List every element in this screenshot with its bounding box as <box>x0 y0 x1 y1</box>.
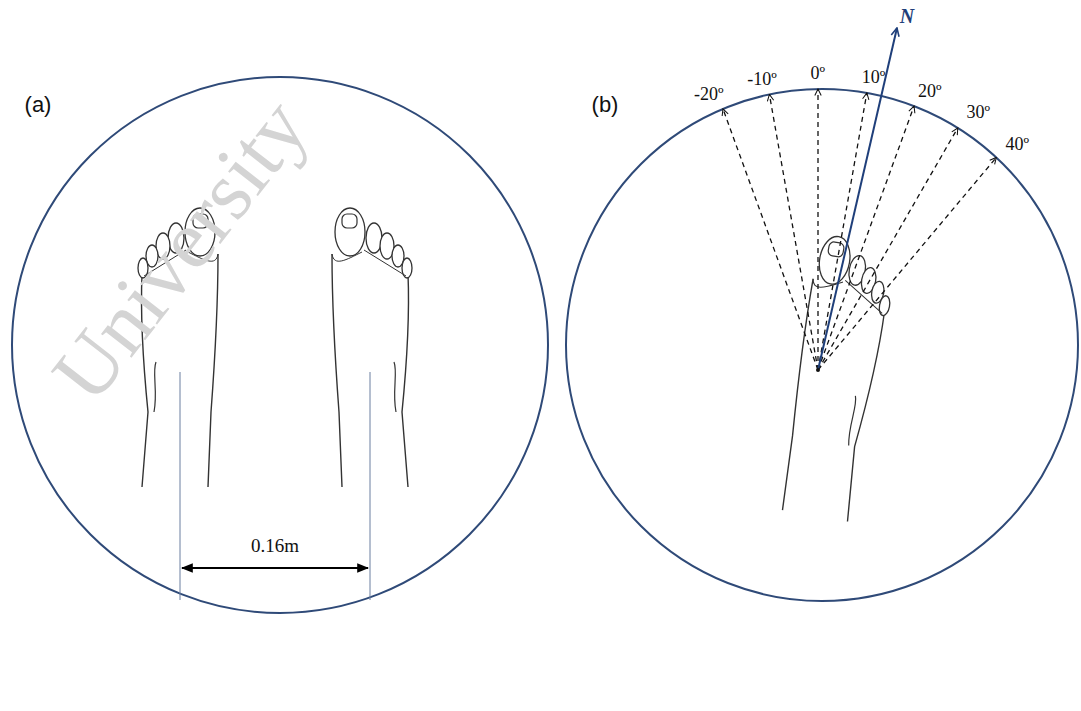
angle-value: 0º <box>810 64 825 82</box>
angle-ray <box>723 109 818 370</box>
angle-ray <box>769 94 818 370</box>
angle-fan <box>723 28 996 372</box>
panel-letter: (b) <box>592 94 619 116</box>
rotated-foot <box>773 234 900 523</box>
angle-ray <box>818 128 958 370</box>
angle-value: 20º <box>918 82 942 100</box>
watermark: University <box>38 84 323 415</box>
dimension-value: 0.16m <box>251 536 299 555</box>
angle-ray <box>817 89 818 370</box>
angle-ray <box>818 106 914 370</box>
north-arrow <box>818 28 897 370</box>
angle-value: 40º <box>1005 135 1029 153</box>
angle-ray <box>818 158 996 370</box>
width-dimension <box>180 372 370 600</box>
angle-value: 30º <box>966 103 990 121</box>
angle-value: -20º <box>694 85 724 103</box>
circle-a <box>12 77 548 613</box>
angle-value: -10º <box>747 70 777 88</box>
north-label: N <box>900 6 914 26</box>
angle-value: 10º <box>862 68 886 86</box>
panel-letter: (a) <box>25 94 52 116</box>
circle-b <box>566 89 1078 601</box>
